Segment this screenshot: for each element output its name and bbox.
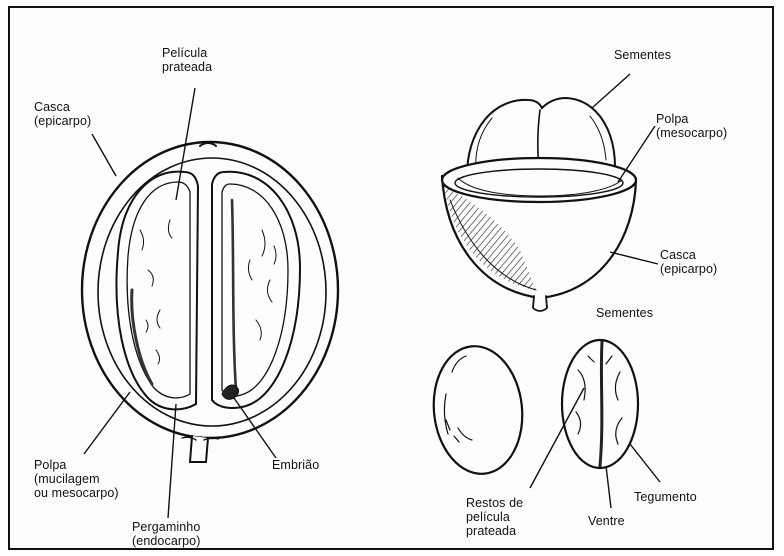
cross-section-cherry: [82, 142, 338, 462]
label-ventre: Ventre: [588, 514, 625, 528]
label-sementes-top: Sementes: [614, 48, 671, 62]
bean-back-shape: [428, 342, 529, 478]
label-tegumento: Tegumento: [634, 490, 697, 504]
opened-cherry: [442, 98, 636, 311]
label-polpa-right: Polpa (mesocarpo): [656, 112, 727, 140]
label-embriao: Embrião: [272, 458, 319, 472]
left-bean-parchment-shape: [116, 172, 198, 410]
label-pergaminho: Pergaminho (endocarpo): [132, 520, 201, 548]
label-pelicula-prateada: Película prateada: [162, 46, 212, 74]
label-polpa-left: Polpa (mucilagem ou mesocarpo): [34, 458, 119, 500]
label-sementes-mid: Sementes: [596, 306, 653, 320]
label-casca-left: Casca (epicarpo): [34, 100, 91, 128]
label-restos-pelicula: Restos de película prateada: [466, 496, 523, 538]
ventral-groove-shape: [600, 342, 602, 466]
bean-views: [428, 340, 638, 478]
label-casca-right: Casca (epicarpo): [660, 248, 717, 276]
cup-stem-shape: [533, 296, 547, 311]
